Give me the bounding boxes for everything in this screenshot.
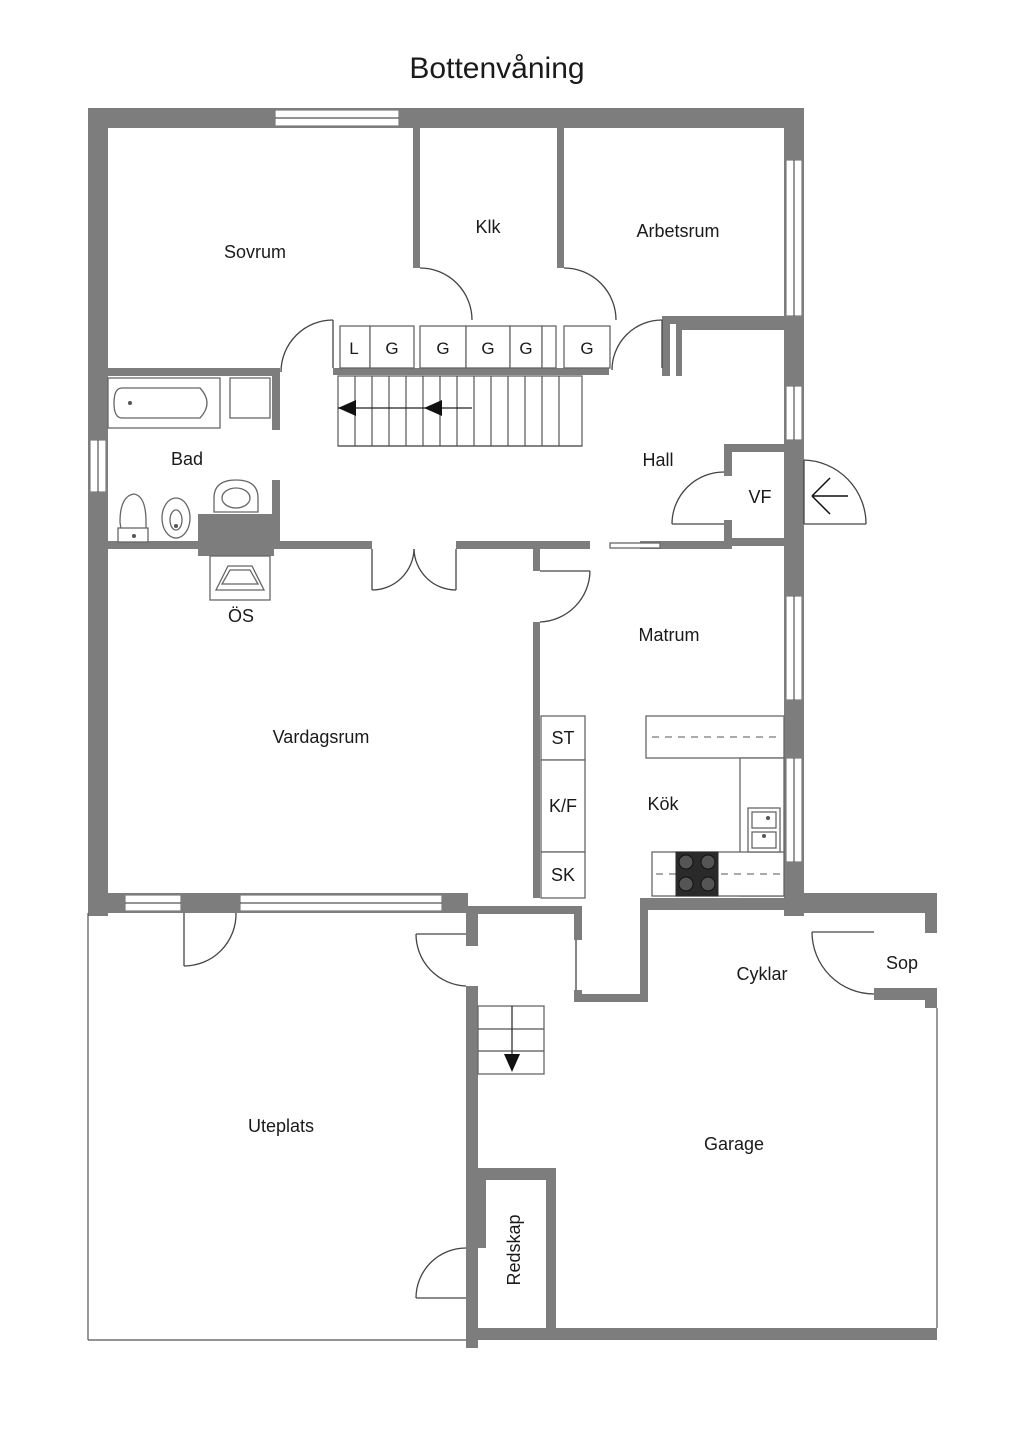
kitchen-unit-label: K/F <box>549 796 577 816</box>
room-label-kok: Kök <box>647 794 679 814</box>
entrance-arrow-icon <box>811 477 848 515</box>
closet-label: G <box>580 339 593 358</box>
room-label-arbetsrum: Arbetsrum <box>636 221 719 241</box>
windows <box>89 109 803 912</box>
closet-row: L G G G G G <box>339 325 611 369</box>
room-label-vardagsrum: Vardagsrum <box>273 727 370 747</box>
stairs-main <box>337 375 583 447</box>
room-label-sovrum: Sovrum <box>224 242 286 262</box>
room-label-sop: Sop <box>886 953 918 973</box>
closet-label: L <box>349 339 358 358</box>
room-label-redskap: Redskap <box>504 1214 524 1285</box>
room-label-klk: Klk <box>475 217 501 237</box>
room-label-os: ÖS <box>228 606 254 626</box>
interior-walls <box>108 128 937 1348</box>
room-label-garage: Garage <box>704 1134 764 1154</box>
terrace-outline <box>87 913 938 1341</box>
closet-label: G <box>519 339 532 358</box>
doors <box>183 267 875 1299</box>
kitchen: ST K/F SK <box>540 715 785 899</box>
room-label-cyklar: Cyklar <box>736 964 787 984</box>
closet-label: G <box>385 339 398 358</box>
bathroom-fixtures <box>107 377 271 543</box>
floor-title: Bottenvåning <box>409 52 584 85</box>
kitchen-unit-label: SK <box>551 865 575 885</box>
room-labels: Sovrum Klk Arbetsrum Bad Hall VF ÖS Vard… <box>171 217 918 1286</box>
kitchen-unit-label: ST <box>551 728 574 748</box>
closet-label: G <box>436 339 449 358</box>
closet-label: G <box>481 339 494 358</box>
room-label-uteplats: Uteplats <box>248 1116 314 1136</box>
room-label-bad: Bad <box>171 449 203 469</box>
room-label-matrum: Matrum <box>638 625 699 645</box>
stairs-garage <box>477 1005 545 1075</box>
fireplace <box>209 555 271 601</box>
room-label-vf: VF <box>748 487 771 507</box>
room-label-hall: Hall <box>642 450 673 470</box>
